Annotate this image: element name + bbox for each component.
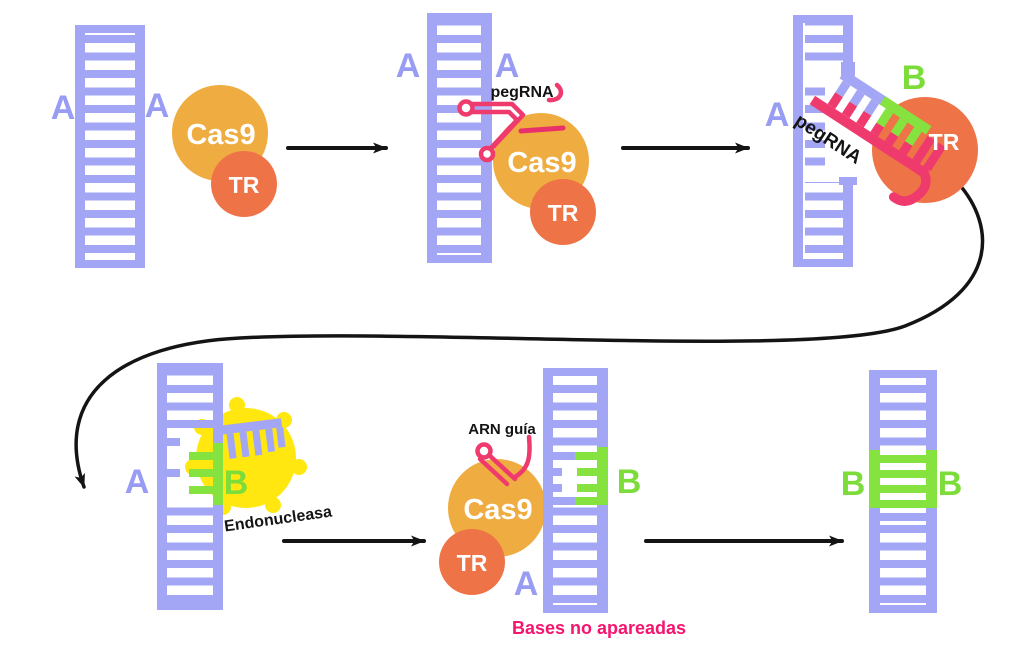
insert-b-label: B bbox=[224, 464, 249, 502]
flow-arrows bbox=[74, 142, 985, 547]
pegrna-label: pegRNA bbox=[490, 84, 554, 101]
pegrna-molecule bbox=[457, 82, 566, 163]
dna-ladder-3 bbox=[793, 15, 857, 267]
step3-reverse-transcription: pegRNA TR A B bbox=[765, 15, 978, 267]
tr-label: TR bbox=[929, 129, 960, 155]
insert-b-left-label: B bbox=[841, 465, 866, 503]
tr-protein bbox=[211, 151, 277, 217]
step5-unpaired-bases: ARN guía Cas9 TR A B Bases no apareadas bbox=[439, 368, 686, 638]
insert-b-label: B bbox=[902, 59, 927, 97]
allele-a-left-label: A bbox=[51, 89, 76, 127]
tr-label: TR bbox=[229, 172, 260, 198]
cleaved-dna-flap bbox=[215, 418, 286, 459]
pegrna-loop-icon bbox=[478, 145, 496, 163]
arrow-step3-step4-curved bbox=[74, 181, 985, 489]
tr-protein bbox=[439, 529, 505, 595]
allele-a-right-label: A bbox=[145, 87, 170, 125]
tr-protein bbox=[530, 179, 596, 245]
step4-endonuclease-cleavage: A B Endonucleasa bbox=[125, 363, 333, 610]
cas9-label: Cas9 bbox=[507, 147, 576, 179]
guide-rna-hook-icon bbox=[512, 434, 532, 480]
pegrna-5prime-curl-icon bbox=[546, 82, 564, 103]
allele-a-left-label: A bbox=[396, 47, 421, 85]
allele-a-label: A bbox=[514, 565, 539, 603]
cas9-label: Cas9 bbox=[463, 494, 532, 526]
dna-ladder-4 bbox=[157, 363, 223, 610]
guide-rna-label: ARN guía bbox=[468, 421, 536, 438]
step1-dna-cas9-complex: A A Cas9 TR bbox=[51, 25, 277, 268]
dna-ladder-5 bbox=[543, 368, 608, 613]
unpaired-bases-caption: Bases no apareadas bbox=[512, 618, 686, 638]
insert-b-right-label: B bbox=[938, 465, 963, 503]
guide-rna-molecule bbox=[475, 434, 532, 487]
allele-a-right-label: A bbox=[495, 47, 520, 85]
dna-ladder-2 bbox=[427, 13, 492, 263]
dna-ladder-1 bbox=[75, 25, 145, 268]
tr-label: TR bbox=[548, 200, 579, 226]
allele-a-left-label: A bbox=[765, 96, 790, 134]
allele-a-left-label: A bbox=[125, 463, 150, 501]
insert-b-label: B bbox=[617, 463, 642, 501]
step6-edited-dna: B B bbox=[841, 370, 963, 613]
guide-rna-loop-icon bbox=[475, 442, 493, 460]
step2-pegrna-binding: A A pegRNA Cas9 TR bbox=[396, 13, 596, 263]
cas9-label: Cas9 bbox=[186, 119, 255, 151]
pegrna-3prime-hook-icon bbox=[888, 165, 931, 206]
dna-ladder-6 bbox=[869, 370, 937, 613]
pegrna-loop-icon bbox=[457, 99, 475, 117]
tr-label: TR bbox=[457, 550, 488, 576]
